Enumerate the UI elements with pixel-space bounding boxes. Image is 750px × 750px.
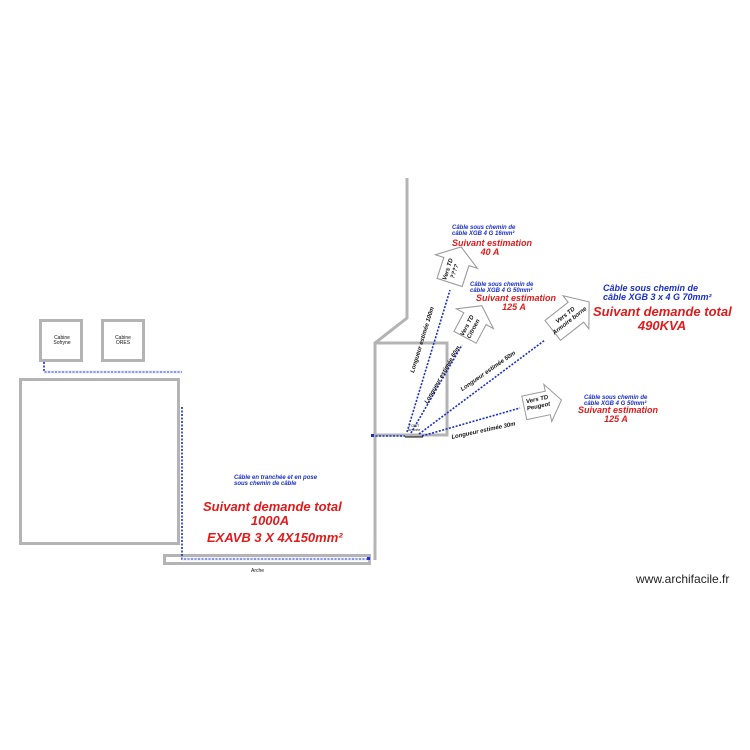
feeder-citroen-cable-line2: câble XGB 4 G 50mm² bbox=[470, 288, 533, 295]
tgbt-label: TGBT Arrivée bbox=[407, 423, 421, 433]
feeder-peugeot-cable-line2: câble XGB 4 G 50mm² bbox=[584, 401, 647, 408]
main-supply-note: Suivant demande total 1000A bbox=[203, 499, 342, 528]
feeder-citroen-estimate: Suivant estimation 125 A bbox=[476, 293, 557, 313]
cable-runs-highlight bbox=[44, 370, 370, 561]
feeder-peugeot-estimate-line2: 125 A bbox=[604, 414, 628, 425]
feeder-peugeot-estimate: Suivant estimation 125 A bbox=[578, 405, 659, 425]
feeder-unknown-cable-line1: Câble sous chemin de bbox=[452, 225, 516, 231]
feeder-unknown-cable-note: Câble sous chemin de câble XGB 4 G 16mm² bbox=[452, 225, 515, 238]
cabine-ores-label: Cabine ORES bbox=[113, 335, 133, 347]
feeder-unknown-cable-line2: câble XGB 4 G 16mm² bbox=[452, 231, 515, 238]
cabine-ores-line2: ORES bbox=[115, 340, 131, 347]
feeder-armoire-demand-line1: Suivant demande total bbox=[593, 304, 732, 319]
feeder-armoire-demand: Suivant demande total 490KVA bbox=[593, 304, 732, 333]
main-supply-demand: Suivant demande total bbox=[203, 499, 342, 514]
tgbt-label-line2: Arrivée bbox=[407, 427, 421, 433]
cable-endpoint bbox=[367, 557, 370, 560]
feeder-unknown-estimate: Suivant estimation 40 A bbox=[452, 238, 533, 258]
arrow-vers-td-unknown-shape bbox=[433, 246, 479, 288]
arche-label: Arche bbox=[251, 568, 265, 574]
main-supply-amperage: 1000A bbox=[250, 512, 290, 528]
right-building-wall bbox=[373, 178, 409, 560]
tgbt-room-wall bbox=[375, 341, 449, 437]
left-building-wall bbox=[19, 378, 180, 545]
trench-note: Câble en tranchée et en pose sous chemin… bbox=[234, 475, 317, 488]
feeder-armoire-cable-note: Câble sous chemin de câble XGB 3 x 4 G 7… bbox=[603, 283, 712, 303]
feeder-unknown-estimate-line1: Suivant estimation bbox=[452, 238, 533, 248]
cabine-sofryne-line2: Sofryne bbox=[53, 340, 71, 347]
cabine-ores-box bbox=[101, 319, 145, 362]
feeder-armoire-demand-line2: 490KVA bbox=[637, 317, 687, 333]
feeder-armoire-cable-line1: Câble sous chemin de bbox=[603, 283, 699, 293]
feeder-peugeot-cable-line1: Câble sous chemin de bbox=[584, 395, 648, 401]
feeder-armoire-cable-line2: câble XGB 3 x 4 G 70mm² bbox=[603, 292, 712, 303]
trench-note-line2: sous chemin de câble bbox=[234, 481, 297, 488]
feeder-citroen-estimate-line2: 125 A bbox=[502, 302, 526, 313]
arrow-vers-td-armoire-borne-shape bbox=[544, 294, 590, 342]
trench-note-line1: Câble en tranchée et en pose bbox=[234, 475, 318, 481]
watermark-archifacile: www.archifacile.fr bbox=[636, 572, 730, 586]
arrow-vers-td-citroen-shape bbox=[453, 305, 495, 344]
cabine-sofryne-box bbox=[39, 319, 83, 362]
main-supply-cable-spec: EXAVB 3 X 4X150mm² bbox=[207, 530, 343, 545]
tgbt-label-line1: TGBT bbox=[408, 423, 420, 428]
cabine-sofryne-line1: Cabine bbox=[54, 335, 70, 341]
feeder-peugeot-estimate-line1: Suivant estimation bbox=[578, 405, 659, 415]
cabine-ores-line1: Cabine bbox=[115, 335, 131, 341]
feeder-peugeot-cable-note: Câble sous chemin de câble XGB 4 G 50mm² bbox=[584, 395, 647, 408]
cabine-sofryne-label: Cabine Sofryne bbox=[52, 335, 72, 347]
arrow-vers-td-peugeot-shape bbox=[521, 382, 563, 424]
feeder-citroen-cable-note: Câble sous chemin de câble XGB 4 G 50mm² bbox=[470, 282, 533, 295]
feeder-unknown-estimate-line2: 40 A bbox=[480, 247, 500, 258]
feeder-citroen-estimate-line1: Suivant estimation bbox=[476, 293, 557, 303]
cable-endpoint bbox=[371, 434, 374, 437]
feeder-citroen-cable-line1: Câble sous chemin de bbox=[470, 282, 534, 288]
